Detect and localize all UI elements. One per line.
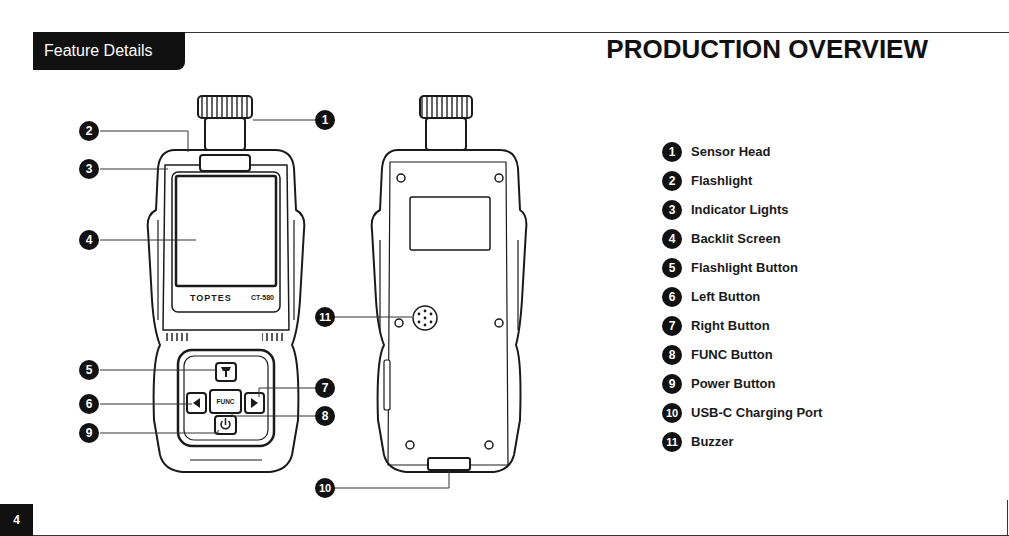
part-name: Flashlight Button: [691, 260, 798, 276]
section-tab: Feature Details: [33, 32, 185, 70]
callout-number: 1: [315, 110, 335, 130]
callout-number: 11: [662, 432, 682, 452]
device-marking: FUNC: [216, 398, 234, 405]
part-name: Flashlight: [691, 173, 752, 189]
device-marking: CT-580: [251, 294, 274, 301]
callout-number: 6: [79, 394, 99, 414]
callout-number: 7: [315, 378, 335, 398]
part-name: Backlit Screen: [691, 231, 781, 247]
callout-number: 8: [315, 406, 335, 426]
page-number: 4: [0, 504, 33, 536]
part-name: Power Button: [691, 376, 776, 392]
part-name: USB-C Charging Port: [691, 405, 822, 421]
callout-number: 4: [662, 229, 682, 249]
callout-number: 4: [79, 230, 99, 250]
callout-number: 2: [79, 121, 99, 141]
part-name: Sensor Head: [691, 144, 770, 160]
part-name: Right Button: [691, 318, 770, 334]
callout-number: 5: [662, 258, 682, 278]
callout-number: 8: [662, 345, 682, 365]
callout-number: 1: [662, 142, 682, 162]
callout-number: 10: [315, 478, 335, 498]
callout-number: 9: [662, 374, 682, 394]
callout-number: 10: [662, 403, 682, 423]
page-title: PRODUCTION OVERVIEW: [606, 34, 928, 65]
callout-number: 3: [662, 200, 682, 220]
callout-number: 11: [315, 307, 335, 327]
part-name: Buzzer: [691, 434, 734, 450]
part-name: FUNC Button: [691, 347, 773, 363]
callout-number: 5: [79, 360, 99, 380]
callout-number: 2: [662, 171, 682, 191]
callout-number: 6: [662, 287, 682, 307]
device-marking: TOPTES: [190, 293, 232, 303]
callout-number: 9: [79, 423, 99, 443]
part-name: Left Button: [691, 289, 760, 305]
tab-label: Feature Details: [44, 42, 153, 60]
part-name: Indicator Lights: [691, 202, 789, 218]
callout-number: 7: [662, 316, 682, 336]
callout-number: 3: [79, 159, 99, 179]
